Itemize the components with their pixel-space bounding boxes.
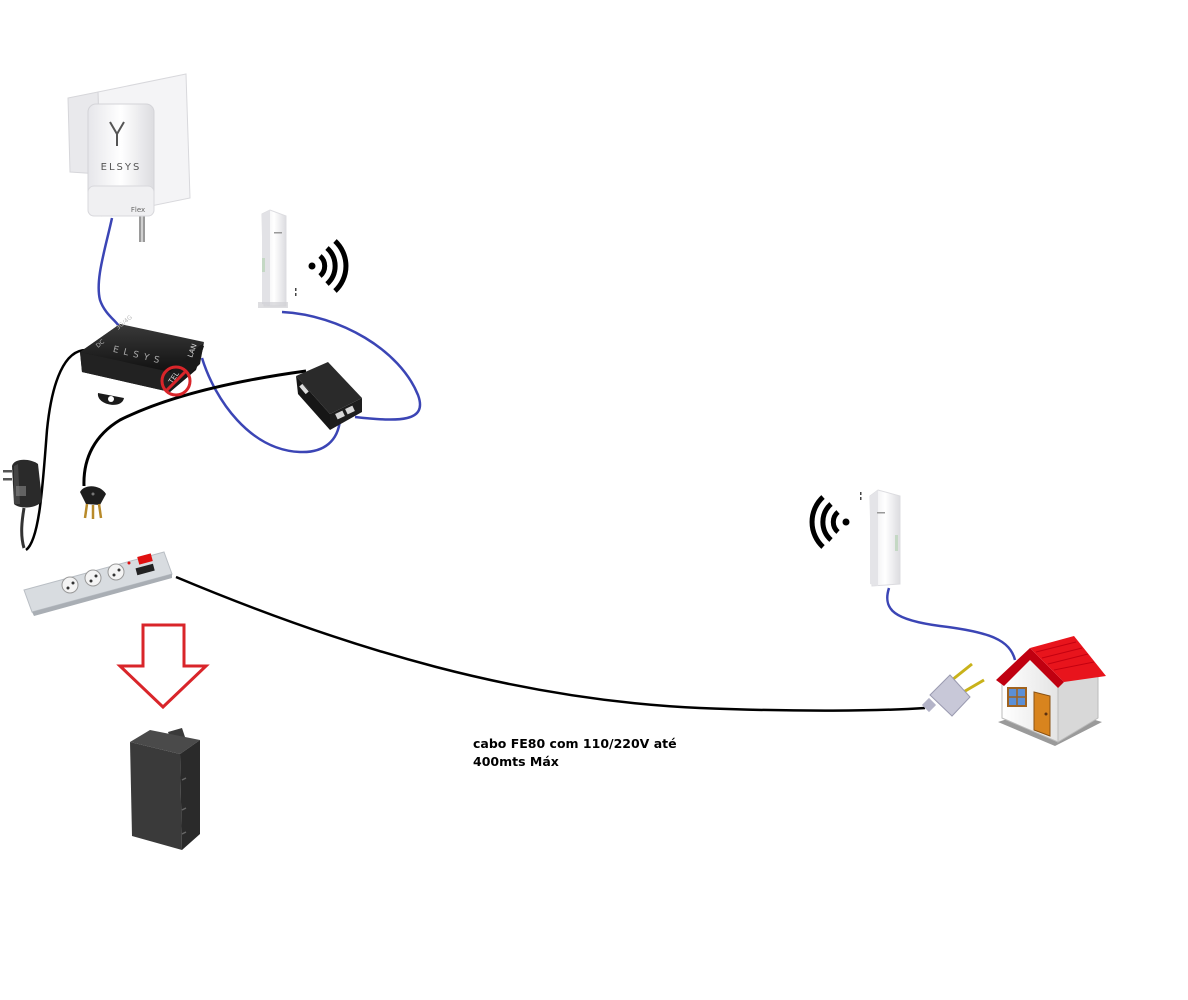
- cable-caption: cabo FE80 com 110/220V até 400mts Máx: [473, 735, 677, 771]
- elsys-modem-icon[interactable]: ELSYS DC 3G/4G LAN TEL: [80, 314, 204, 405]
- ethernet-cable-cpe-to-house: [886, 587, 1017, 661]
- three-pin-plug-icon[interactable]: [80, 486, 106, 519]
- elsys-outdoor-antenna-icon[interactable]: ELSYS Flex: [67, 73, 191, 242]
- ethernet-cable-cpe-to-poe: [281, 310, 422, 421]
- house-icon[interactable]: [996, 636, 1106, 746]
- wifi-signal-icon: [308, 239, 349, 293]
- blocked-port-icon: [160, 365, 192, 397]
- cpe-outdoor-antenna-icon[interactable]: [860, 489, 901, 587]
- cable-caption-line-2: 400mts Máx: [473, 754, 559, 769]
- weatherproof-enclosure-icon[interactable]: [130, 728, 200, 850]
- two-pin-plug-icon[interactable]: [921, 662, 985, 717]
- outdoor-model-label: Flex: [131, 206, 145, 214]
- cable-caption-line-1: cabo FE80 com 110/220V até: [473, 736, 677, 751]
- cpe-outdoor-antenna-icon[interactable]: [258, 209, 297, 308]
- power-strip-icon[interactable]: [23, 551, 173, 616]
- poe-injector-icon[interactable]: [296, 362, 362, 430]
- power-cable-poe-to-plug: [82, 369, 307, 487]
- ethernet-cable-modem-to-poe: [200, 357, 342, 454]
- power-cable-modem-to-adapter: [25, 348, 87, 552]
- down-arrow-icon: [116, 623, 210, 710]
- wifi-signal-icon: [809, 495, 850, 549]
- outdoor-brand-label: ELSYS: [101, 162, 142, 173]
- ethernet-cable-outdoor-to-modem: [97, 217, 122, 329]
- power-cable-fe80-to-house: [175, 575, 926, 712]
- wall-power-adapter-icon[interactable]: [3, 459, 42, 549]
- port-dc-label: DC: [95, 339, 106, 350]
